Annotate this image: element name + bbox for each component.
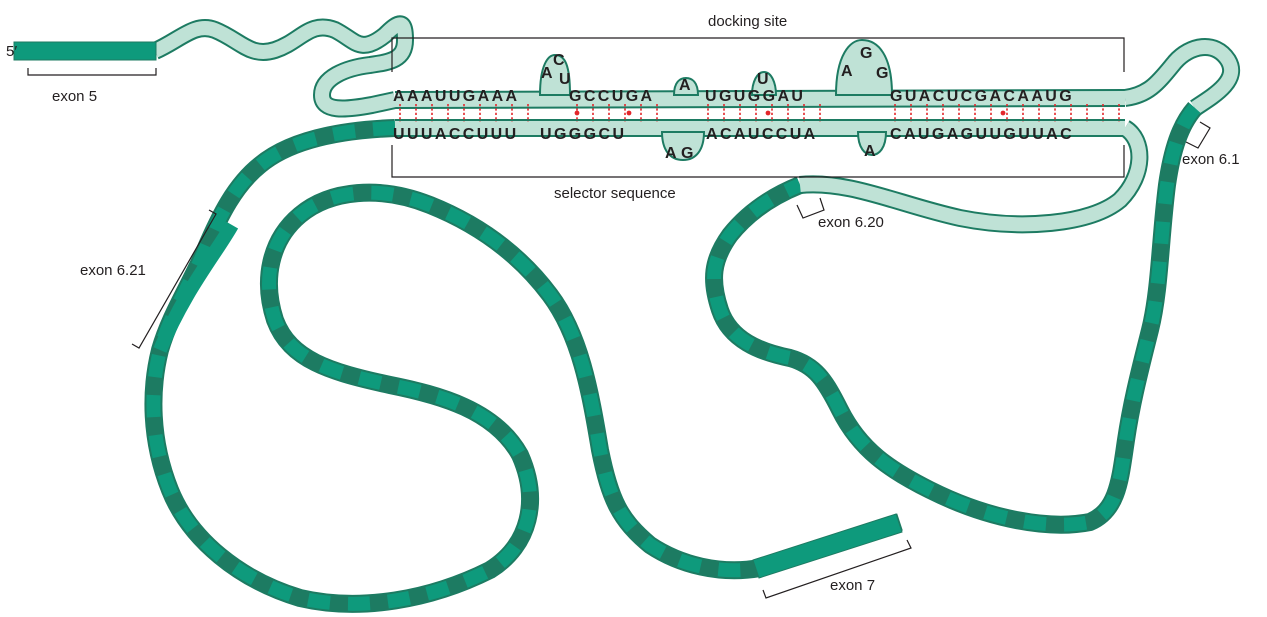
selector-seq-1: UUUACCUUU <box>393 126 519 143</box>
docking-site-bracket <box>392 38 1124 72</box>
rna-strand-outlines <box>153 24 1231 604</box>
docking-loop1-a: A <box>541 65 553 82</box>
selector-sequence-label: selector sequence <box>554 185 676 202</box>
docking-bulge-a: A <box>679 77 691 94</box>
docking-loops <box>540 40 892 95</box>
docking-seq-4: GUACUCGACAAUG <box>890 88 1074 105</box>
wobble-pair-dot <box>575 111 580 116</box>
selector-sequence: UUUACCUUU UGGGCU A G ACAUCCUA A CAUGAGUU… <box>393 126 1074 162</box>
docking-loop2-a: A <box>841 63 853 80</box>
docking-bulge-u: U <box>757 71 769 88</box>
docking-loop1-c: C <box>553 52 565 69</box>
exon5-bracket <box>28 68 156 75</box>
selector-seq-4: CAUGAGUUGUUAC <box>890 126 1074 143</box>
docking-sequence: AAAUUGAAA A C U GCCUGA A UGUGGAU U A G G… <box>393 45 1074 105</box>
selector-sequence-bracket <box>392 145 1124 177</box>
docking-seq-3: UGUGGAU <box>705 88 805 105</box>
exon6-20-label: exon 6.20 <box>818 214 884 231</box>
docking-seq-1: AAAUUGAAA <box>393 88 519 105</box>
exon5-label: exon 5 <box>52 88 97 105</box>
selector-seq-2: UGGGCU <box>540 126 626 143</box>
exon6-1-label: exon 6.1 <box>1182 151 1240 168</box>
exon6-21-solid <box>160 225 232 350</box>
docking-loop2-g2: G <box>876 65 888 82</box>
selector-seq-3: ACAUCCUA <box>706 126 818 143</box>
exon6-21-label: exon 6.21 <box>80 262 146 279</box>
docking-seq-2: GCCUGA <box>569 88 655 105</box>
selector-bulge-a: A <box>864 143 876 160</box>
wobble-pair-dot <box>1001 111 1006 116</box>
docking-site-label: docking site <box>708 13 787 30</box>
five-prime-label: 5′ <box>6 43 17 60</box>
exon7-label: exon 7 <box>830 577 875 594</box>
wobble-pair-dot <box>627 111 632 116</box>
wobble-pair-dot <box>766 111 771 116</box>
right-loop-fill <box>1125 47 1231 108</box>
exon7-block <box>753 514 902 578</box>
docking-loop1-u: U <box>559 71 571 88</box>
exon5-block <box>14 42 156 60</box>
docking-loop2-g1: G <box>860 45 872 62</box>
selector-loop-g: G <box>681 145 693 162</box>
selector-loop-a: A <box>665 145 677 162</box>
exon6-cassette-fill <box>714 108 1195 525</box>
